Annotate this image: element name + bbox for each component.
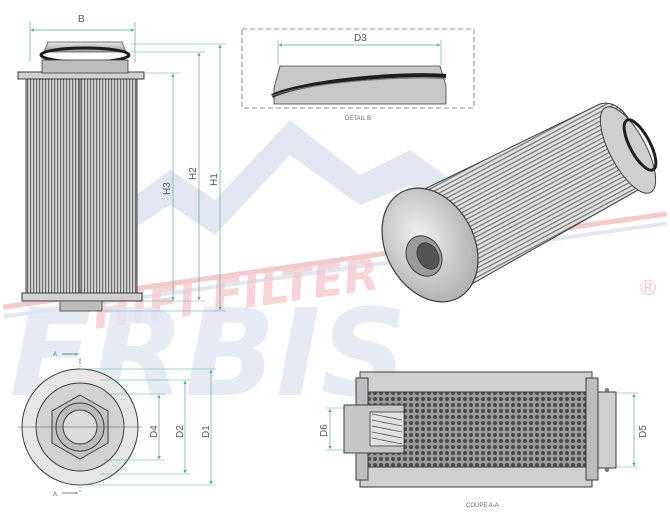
dim-d3-label: D3 bbox=[354, 33, 367, 44]
bottom-flange bbox=[21, 292, 143, 302]
section-outlet-spigot bbox=[597, 391, 617, 469]
section-thread bbox=[369, 411, 405, 447]
detail-frame bbox=[241, 28, 475, 109]
dim-d2-label: D2 bbox=[175, 425, 186, 438]
bottom-view: A A D4 D2 D1 bbox=[18, 352, 216, 498]
section-outer-bottom bbox=[359, 466, 593, 488]
detail-caption: DETAIL B bbox=[345, 116, 371, 122]
mountain-logo bbox=[60, 120, 520, 260]
dim-d1-label: D1 bbox=[201, 425, 212, 438]
section-outer-top bbox=[359, 371, 593, 393]
section-view: D6 D5 COUPE A-A bbox=[319, 371, 649, 509]
detail-seal-inner bbox=[271, 77, 447, 97]
dim-d5-label: D5 bbox=[638, 425, 649, 438]
registered-mark: ® bbox=[640, 275, 656, 300]
detail-view: D3 DETAIL B bbox=[241, 28, 475, 122]
section-caption: COUPE A-A bbox=[466, 503, 499, 509]
section-marker-bottom: A bbox=[53, 492, 57, 498]
dim-b-label: B bbox=[78, 14, 85, 25]
dim-h2-label: H2 bbox=[188, 167, 199, 180]
detail-cap bbox=[273, 65, 447, 105]
dim-h1-label: H1 bbox=[209, 173, 220, 186]
section-right-cap bbox=[585, 377, 599, 481]
dim-d6-label: D6 bbox=[319, 424, 330, 437]
iso-back-cap bbox=[599, 106, 657, 194]
dim-d4-label: D4 bbox=[149, 425, 160, 438]
section-marker-top: A bbox=[53, 352, 57, 358]
isometric-view bbox=[381, 102, 658, 303]
section-bolt-top bbox=[605, 388, 609, 392]
iso-back-seal bbox=[622, 118, 658, 172]
pleated-body bbox=[25, 78, 138, 294]
iso-front-port-hole bbox=[416, 242, 440, 270]
bottom-spigot bbox=[59, 300, 103, 312]
dim-h3-label: H3 bbox=[162, 182, 173, 195]
front-view: B H3 H2 H1 bbox=[17, 14, 226, 312]
top-neck bbox=[41, 59, 129, 74]
section-bolt-bottom bbox=[605, 468, 609, 472]
